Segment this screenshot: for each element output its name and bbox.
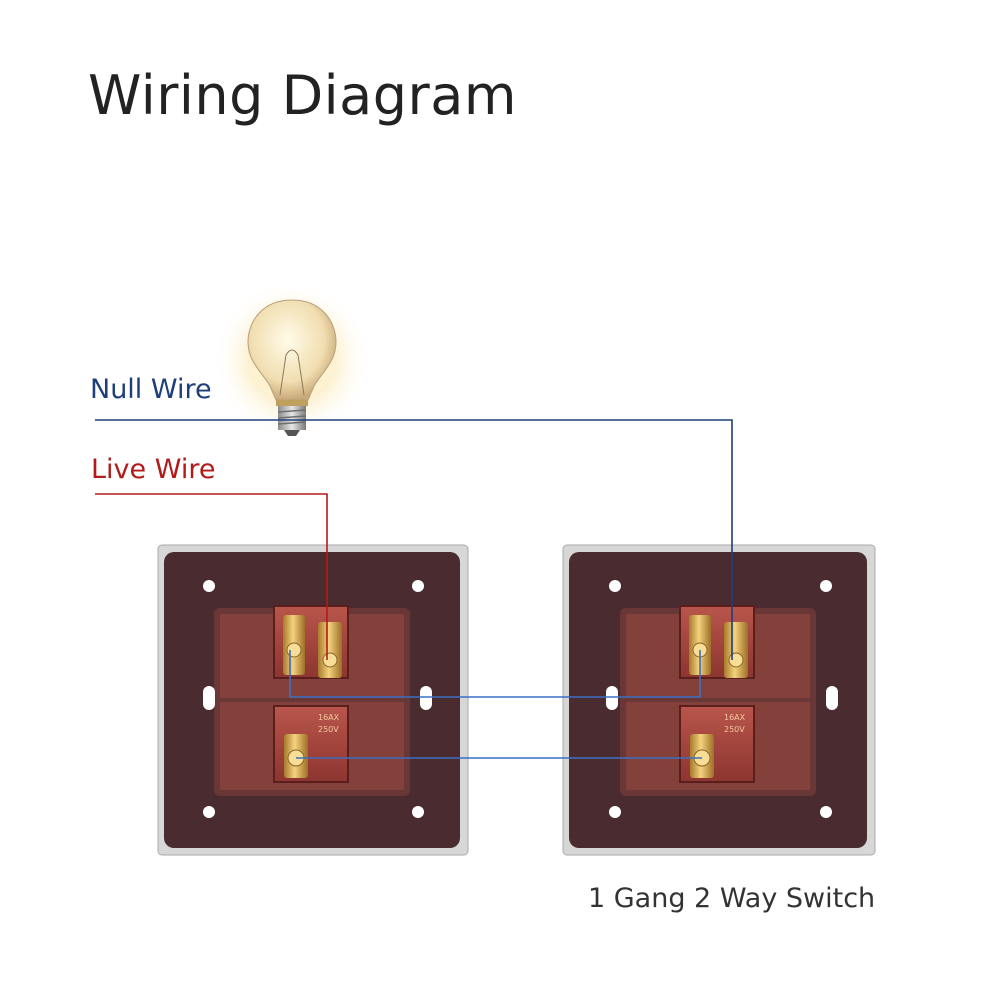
rating-marking-left: 16AX [318,713,340,722]
page-title: Wiring Diagram [88,64,517,127]
voltage-marking-right: 250V [724,725,745,734]
light-bulb-icon [212,280,372,440]
switch-right [562,544,876,856]
switch-caption: 1 Gang 2 Way Switch [588,883,876,914]
traveler-wire-upper [289,650,701,698]
rating-marking-right: 16AX [724,713,746,722]
voltage-marking-left: 250V [318,725,339,734]
live-wire-label: Live Wire [91,454,216,485]
live-wire [95,493,328,660]
switch-left [157,544,469,856]
null-wire [95,419,733,660]
null-wire-label: Null Wire [90,374,212,405]
